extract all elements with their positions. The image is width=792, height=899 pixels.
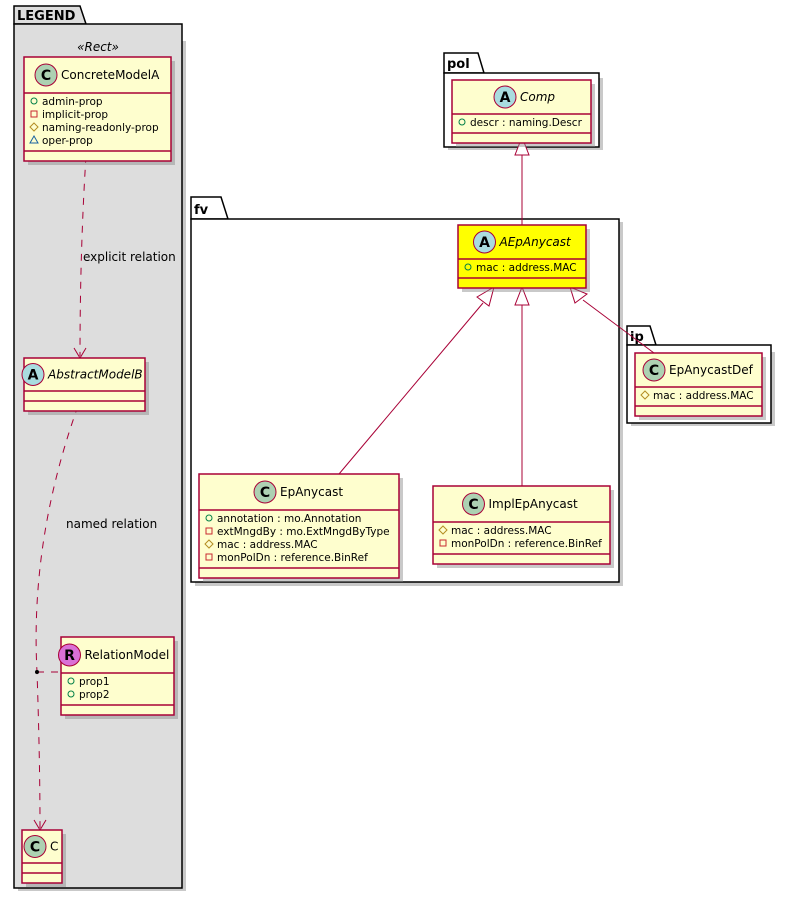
visibility-public-icon [67,677,75,685]
class-stereotype-spot-icon [473,230,496,254]
inheritance-arrow [569,286,589,304]
spot-letter: A [28,368,39,384]
edge-aepanycast-epanycast [338,302,484,475]
class-stereotype-spot-icon [253,480,277,504]
visibility-public-icon [67,690,75,698]
class-implepanycast[interactable]: C ImplEpAnycast mac : address.MACmonPolDn … [432,485,614,568]
class-name: EpAnycast [280,485,343,499]
class-attribute: monPolDn : reference.BinRef [217,552,368,564]
class-attribute: implicit-prop [42,109,108,121]
package-body [13,23,183,889]
class-name: ConcreteModelA [61,68,160,82]
visibility-private-icon [30,110,38,118]
spot-letter: C [260,485,270,501]
inheritance-arrow [514,135,530,156]
spot-letter: C [649,363,659,379]
class-attribute: oper-prop [42,135,93,147]
class-name: AbstractModelB [47,368,143,382]
class-attribute: mac : address.MAC [476,262,577,274]
class-attribute: mac : address.MAC [653,390,754,402]
visibility-protected-icon [438,525,448,535]
explicit-relation-label: explicit relation [83,250,176,264]
class-box [23,357,146,412]
inheritance-arrow [476,285,495,307]
spot-letter: A [500,90,511,106]
visibility-protected-icon [29,122,39,132]
class-abstract-model-b[interactable]: A AbstractModelB [21,357,149,415]
visibility-protected-icon [204,539,214,549]
class-stereotype-spot-icon [58,643,81,667]
class-epanycastdef[interactable]: C EpAnycastDef mac : address.MAC [634,352,766,420]
class-name: ImplEpAnycast [489,497,578,511]
visibility-private-icon [205,527,213,535]
class-attribute: naming-readonly-prop [42,122,159,134]
class-name: Comp [520,90,555,104]
class-name: AEpAnycast [499,235,573,249]
visibility-public-icon [205,514,213,522]
class-stereotype-spot-icon [642,358,666,382]
class-name: RelationModel [85,648,170,662]
class-epanycast[interactable]: C EpAnycast annotation : mo.AnnotationextM… [198,473,403,582]
class-stereotype-spot-icon [21,363,45,386]
class-box [432,485,611,565]
visibility-public-icon [464,263,472,271]
relations: explicit relation named relation [33,135,655,831]
spot-letter: C [41,68,51,84]
package-title: LEGEND [17,9,76,24]
inheritance-arrow [514,285,530,306]
named-relation-label: named relation [66,517,157,531]
edge-named-relation [35,405,79,829]
visibility-protected-icon [640,390,650,400]
class-attribute: mac : address.MAC [217,539,318,551]
class-stereotype-spot-icon [34,63,58,87]
spot-letter: C [468,497,478,513]
class-attribute: extMngdBy : mo.ExtMngdByType [217,526,390,538]
class-stereotype-spot-icon [493,85,517,109]
class-attribute: monPolDn : reference.BinRef [451,538,602,550]
spot-letter: C [30,840,40,856]
edge-aepanycast-epanycastdef [582,299,655,354]
package-stereotype: «Rect» [77,40,119,54]
class-comp[interactable]: A Comp descr : naming.Descr [451,79,595,147]
visibility-private-icon [205,553,213,561]
class-attribute: mac : address.MAC [451,525,552,537]
association-point [35,670,39,674]
visibility-private-icon [439,539,447,547]
class-aepanycast[interactable]: A AEpAnycast mac : address.MAC [457,224,590,292]
class-attribute: prop1 [79,676,110,688]
class-stereotype-spot-icon [462,492,485,516]
visibility-public-icon [30,97,38,105]
visibility-package-icon [29,134,39,144]
package-legend: LEGEND «Rect» [13,5,186,891]
class-attribute: annotation : mo.Annotation [217,513,361,525]
class-concrete-model-a[interactable]: C ConcreteModelA admin-propimplicit-propna… [23,56,175,165]
class-attribute: descr : naming.Descr [470,117,583,129]
package-title: ip [630,330,644,345]
class-name: C [50,840,58,854]
edge-explicit-relation [79,155,87,357]
spot-letter: A [479,235,490,251]
spot-letter: R [64,648,75,664]
class-attribute: prop2 [79,689,110,701]
package-title: fv [194,203,209,218]
class-stereotype-spot-icon [23,835,47,858]
class-attribute: admin-prop [42,96,103,108]
visibility-public-icon [458,118,466,126]
class-box [198,473,400,579]
package-title: pol [447,57,470,72]
class-name: EpAnycastDef [669,363,754,377]
